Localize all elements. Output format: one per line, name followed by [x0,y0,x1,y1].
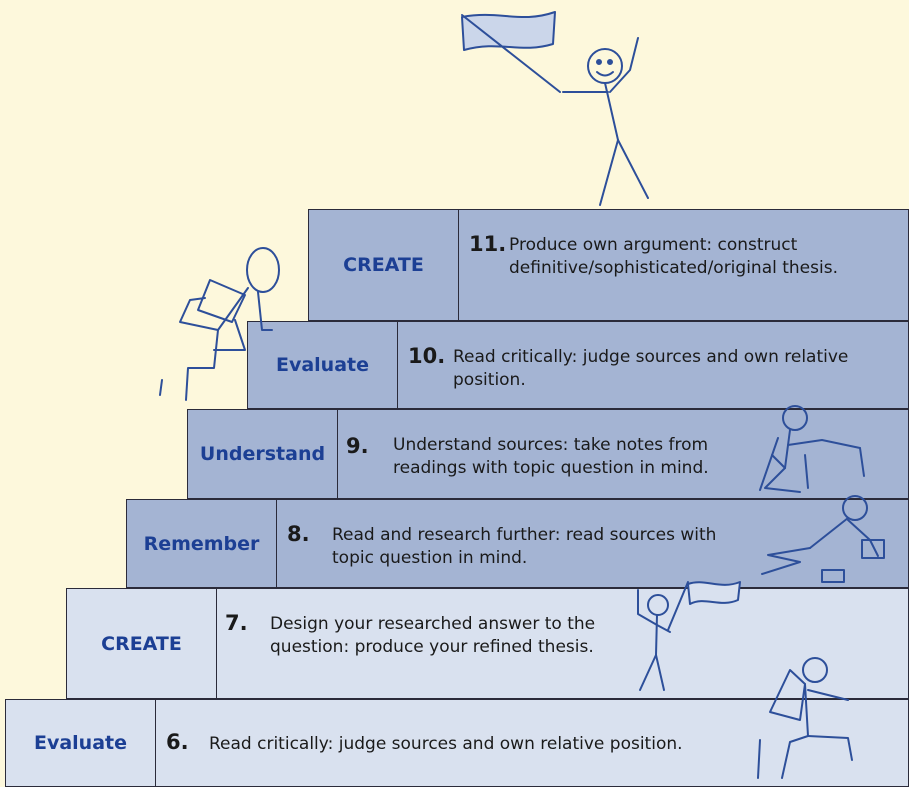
stick-figure-reading-lying-icon [761,495,885,583]
step-label: Evaluate [6,700,156,786]
step-number: 7. [225,611,248,635]
step-label: CREATE [309,210,459,320]
step-text: Read critically: judge sources and own r… [209,734,683,754]
step-09: Understand 9. Understand sources: take n… [187,409,909,499]
stick-figure-sitting-icon [757,657,853,779]
step-number: 9. [346,434,369,458]
step-10: Evaluate 10. Read critically: judge sour… [247,321,909,409]
stick-figure-writing-icon [759,405,865,493]
step-07: CREATE 7. Design your researched answer … [66,588,909,699]
step-number: 6. [166,730,189,754]
step-label: Evaluate [248,322,398,408]
step-06: Evaluate 6. Read critically: judge sourc… [5,699,909,787]
step-text: Read and research further: read sources … [332,525,717,568]
step-text: Understand sources: take notes from read… [393,435,709,478]
step-08: Remember 8. Read and research further: r… [126,499,909,588]
stick-figure-climbing-icon [159,247,280,401]
stick-figure-with-flag-small-icon [637,581,741,691]
step-number: 8. [287,522,310,546]
step-label: Understand [188,410,338,498]
stick-figure-with-flag-top-icon [461,11,649,206]
step-label: Remember [127,500,277,587]
step-number: 11. [469,232,507,256]
step-label: CREATE [67,589,217,698]
step-text: Design your researched answer to the que… [270,614,596,657]
step-number: 10. [408,344,446,368]
step-text: Read critically: judge sources and own r… [453,347,849,390]
step-11: CREATE 11. Produce own argument: constru… [308,209,909,321]
step-text: Produce own argument: construct definiti… [509,235,838,278]
